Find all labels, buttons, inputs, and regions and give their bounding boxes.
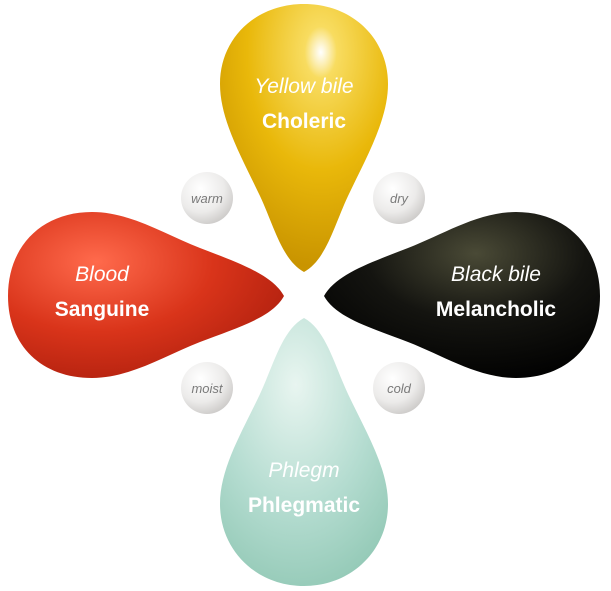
- petal-melancholic-temperament: Melancholic: [436, 298, 557, 321]
- quality-warm-label: warm: [191, 191, 223, 206]
- petal-sanguine: Blood Sanguine: [8, 212, 284, 378]
- petal-choleric-temperament: Choleric: [262, 110, 346, 133]
- petal-melancholic-shape: [324, 212, 600, 378]
- quality-dry-pearl: [373, 172, 425, 224]
- petal-phlegmatic-shape: [220, 318, 388, 586]
- petal-choleric-shape: [220, 4, 388, 272]
- quality-moist-pearl: [181, 362, 233, 414]
- quality-dry: dry: [373, 172, 425, 224]
- quality-warm-pearl: [181, 172, 233, 224]
- petal-choleric: Yellow bile Choleric: [220, 4, 388, 272]
- petal-choleric-humor: Yellow bile: [254, 75, 353, 98]
- petal-phlegmatic: Phlegm Phlegmatic: [220, 318, 388, 586]
- petal-phlegmatic-temperament: Phlegmatic: [248, 494, 360, 517]
- petal-phlegmatic-humor: Phlegm: [268, 459, 339, 482]
- quality-cold: cold: [373, 362, 425, 414]
- petal-melancholic-humor: Black bile: [451, 263, 541, 286]
- quality-moist-label: moist: [191, 381, 223, 396]
- quality-dry-label: dry: [390, 191, 410, 206]
- quality-moist: moist: [181, 362, 233, 414]
- petal-melancholic: Black bile Melancholic: [324, 212, 600, 378]
- quality-warm: warm: [181, 172, 233, 224]
- petal-sanguine-humor: Blood: [75, 263, 130, 286]
- quality-cold-label: cold: [387, 381, 412, 396]
- petal-sanguine-shape: [8, 212, 284, 378]
- quality-cold-pearl: [373, 362, 425, 414]
- petal-sanguine-temperament: Sanguine: [55, 298, 150, 321]
